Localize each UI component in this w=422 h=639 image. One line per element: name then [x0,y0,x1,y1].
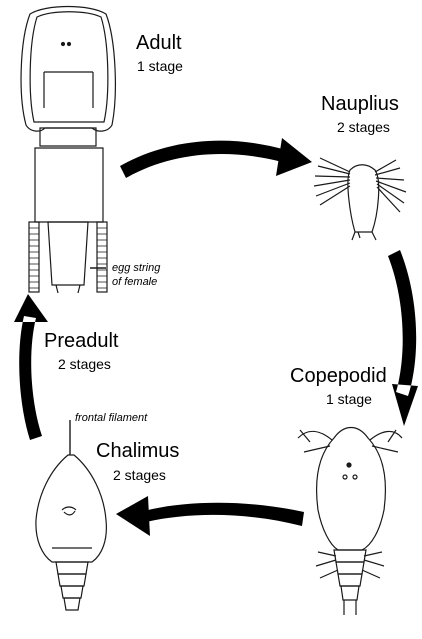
adult-stage-count: 1 stage [137,58,183,74]
frontal-filament-note: frontal filament [75,412,147,424]
adult-illustration [21,7,115,294]
preadult-label: Preadult [44,330,119,353]
nauplius-illustration [314,158,406,240]
preadult-stage-count: 2 stages [58,356,111,372]
nauplius-label: Nauplius [321,93,399,116]
chalimus-label: Chalimus [96,440,179,463]
nauplius-stage-count: 2 stages [337,119,390,135]
egg-string-note-line2: of female [112,276,157,288]
copepodid-stage-count: 1 stage [326,391,372,407]
arrow-adult-to-nauplius [120,138,312,178]
copepodid-illustration [298,428,402,616]
adult-label: Adult [136,32,182,55]
egg-string-note: egg string [112,262,160,274]
arrow-copepodid-to-chalimus [116,496,304,536]
arrow-nauplius-to-copepodid [388,250,418,426]
chalimus-stage-count: 2 stages [113,467,166,483]
egg-string-hatching [29,228,107,288]
copepodid-label: Copepodid [290,365,387,388]
arrow-chalimus-to-preadult [14,294,48,440]
